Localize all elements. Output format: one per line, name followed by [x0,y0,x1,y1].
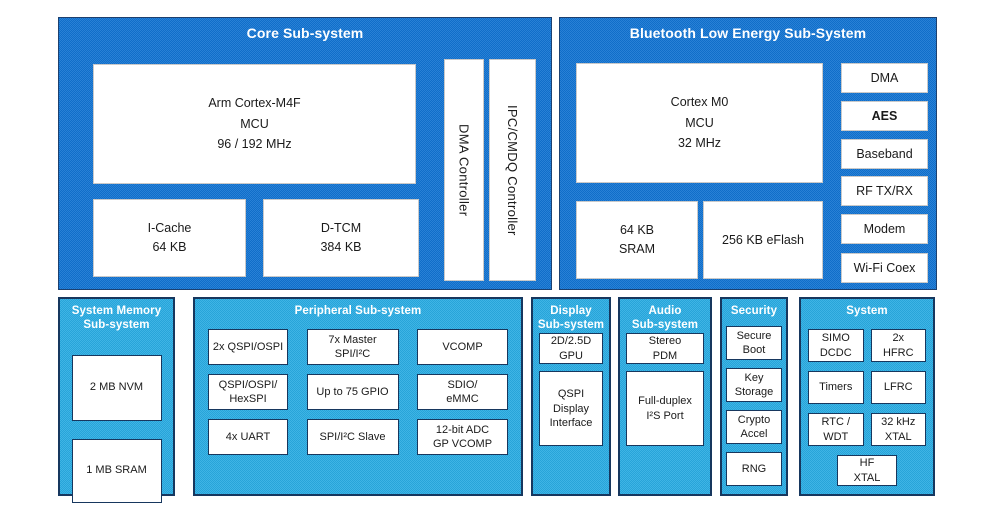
block-qspi-display-interface: QSPI Display Interface [539,371,603,447]
block-key-storage: Key Storage [726,368,782,403]
peripheral-subsystem-section: Peripheral Sub-system 2x QSPI/OSPI 7x Ma… [193,297,523,496]
block-crypto-accel: Crypto Accel [726,410,782,445]
block-sram: 1 MB SRAM [71,438,162,503]
block-32khz-xtal: 32 kHz XTAL [870,413,926,447]
block-hf-xtal: HF XTAL [837,455,897,487]
block-icache: I-Cache 64 KB [93,199,246,277]
peripheral-grid: 2x QSPI/OSPI 7x Master SPI/I²C VCOMP QSP… [208,329,508,456]
ble-subsystem-title: Bluetooth Low Energy Sub-System [629,25,867,41]
system-title: System [846,305,888,317]
block-ble-modem: Modem [841,214,928,244]
block-hfrc: 2x HFRC [870,329,926,363]
block-gpu: 2D/2.5D GPU [539,332,603,365]
audio-subsystem-section: Audio Sub-system Stereo PDM Full-duplex … [618,297,712,496]
block-ble-eflash: 256 KB eFlash [703,201,823,279]
block-dma-controller: DMA Controller [444,59,484,281]
block-secure-boot: Secure Boot [726,326,782,361]
block-nvm: 2 MB NVM [71,354,162,421]
block-ble-baseband: Baseband [841,139,928,169]
block-gpio: Up to 75 GPIO [306,374,399,411]
block-rng: RNG [726,452,782,487]
block-dtcm: D-TCM 384 KB [263,199,419,277]
block-arm-cortex-m4f-mcu: Arm Cortex-M4F MCU 96 / 192 MHz [93,64,416,184]
block-uart: 4x UART [208,419,288,456]
memory-subsystem-section: System Memory Sub-system 2 MB NVM 1 MB S… [58,297,175,503]
display-subsystem-section: Display Sub-system 2D/2.5D GPU QSPI Disp… [531,297,611,496]
ble-subsystem-section: Bluetooth Low Energy Sub-System Cortex M… [559,17,937,290]
block-qspi-ospi-hexspi: QSPI/OSPI/ HexSPI [208,374,288,411]
core-subsystem-title: Core Sub-system [246,25,364,41]
system-grid: SIMO DCDC 2x HFRC Timers LFRC RTC / WDT … [808,329,926,447]
security-title: Security [730,305,778,317]
block-master-spi-i2c: 7x Master SPI/I²C [306,329,399,366]
display-subsystem-title: Display Sub-system [537,305,605,332]
block-vcomp: VCOMP [417,329,508,366]
block-rtc-wdt: RTC / WDT [808,413,864,447]
block-qspi-ospi: 2x QSPI/OSPI [208,329,288,366]
block-ble-rf-tx-rx: RF TX/RX [841,176,928,206]
block-ble-wifi-coex: Wi-Fi Coex [841,253,928,283]
block-timers: Timers [808,371,864,405]
block-stereo-pdm: Stereo PDM [626,332,704,365]
block-ble-aes: AES [841,101,928,131]
system-section: System SIMO DCDC 2x HFRC Timers LFRC RTC… [799,297,935,496]
block-full-duplex-i2s: Full-duplex I²S Port [626,371,704,447]
audio-subsystem-title: Audio Sub-system [631,305,699,332]
block-cortex-m0-mcu: Cortex M0 MCU 32 MHz [576,63,823,183]
memory-subsystem-title: System Memory Sub-system [71,305,162,332]
block-adc-gp-vcomp: 12-bit ADC GP VCOMP [417,419,508,456]
block-simo-dcdc: SIMO DCDC [808,329,864,363]
block-sdio-emmc: SDIO/ eMMC [417,374,508,411]
block-lfrc: LFRC [870,371,926,405]
block-ble-sram: 64 KB SRAM [576,201,698,279]
block-ipc-cmdq-controller: IPC/CMDQ Controller [489,59,536,281]
peripheral-subsystem-title: Peripheral Sub-system [294,305,422,317]
block-ble-dma: DMA [841,63,928,93]
block-spi-i2c-slave: SPI/I²C Slave [306,419,399,456]
security-section: Security Secure Boot Key Storage Crypto … [720,297,788,496]
core-subsystem-section: Core Sub-system Arm Cortex-M4F MCU 96 / … [58,17,552,290]
